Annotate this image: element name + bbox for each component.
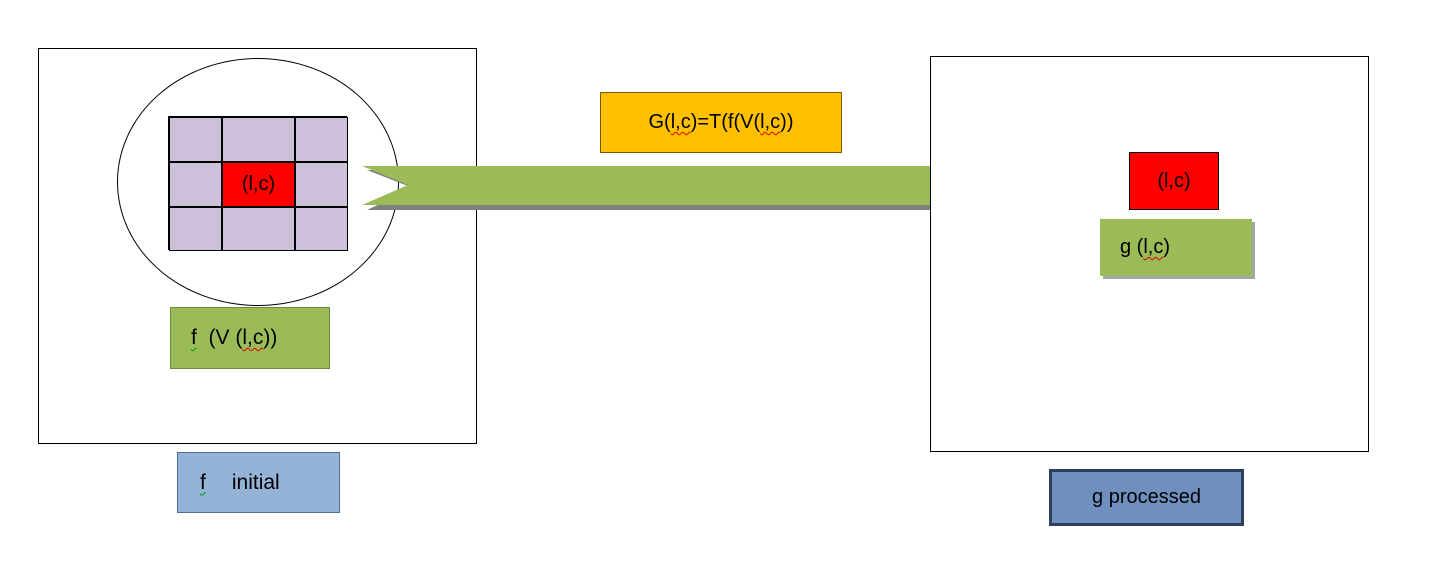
neighborhood-open: (V (: [196, 326, 243, 349]
processed-label-text: g processed: [1092, 486, 1201, 508]
formula-g: G(: [648, 111, 671, 133]
target-pixel-label: (l,c): [1157, 169, 1191, 192]
target-pixel: (l,c): [1129, 152, 1219, 210]
grid-cell: [169, 162, 222, 207]
formula-lc-2: l,c: [760, 111, 781, 133]
f-symbol: f: [191, 326, 197, 349]
neighborhood-close: )): [263, 326, 278, 349]
neighborhood-function-label: f (V (l,c)): [170, 307, 330, 369]
center-pixel-label: (l,c): [241, 173, 276, 195]
processed-image-label: g processed: [1049, 469, 1244, 526]
grid-cell: [295, 207, 348, 251]
output-lc: l,c: [1143, 236, 1164, 258]
formula-mid: )=T(f(V(: [690, 111, 761, 133]
transform-formula-label: G(l,c)=T(f(V(l,c)): [600, 92, 842, 153]
formula-end: )): [780, 111, 794, 133]
grid-cell: [222, 117, 295, 162]
output-prefix: g (: [1120, 236, 1144, 258]
grid-cell: [169, 117, 222, 162]
initial-image-label: f initial: [177, 452, 340, 513]
grid-cell: [295, 162, 348, 207]
center-pixel: (l,c): [222, 162, 295, 207]
output-value-label: g (l,c): [1100, 219, 1252, 276]
f-initial-symbol: f: [200, 470, 206, 494]
grid-cell: [295, 117, 348, 162]
grid-cell: [222, 207, 295, 251]
output-suffix: ): [1163, 236, 1171, 258]
neighborhood-grid: (l,c): [168, 116, 348, 251]
neighborhood-lc: l,c: [242, 326, 264, 349]
initial-word: initial: [231, 470, 280, 494]
grid-cell: [169, 207, 222, 251]
formula-lc-1: l,c: [670, 111, 691, 133]
